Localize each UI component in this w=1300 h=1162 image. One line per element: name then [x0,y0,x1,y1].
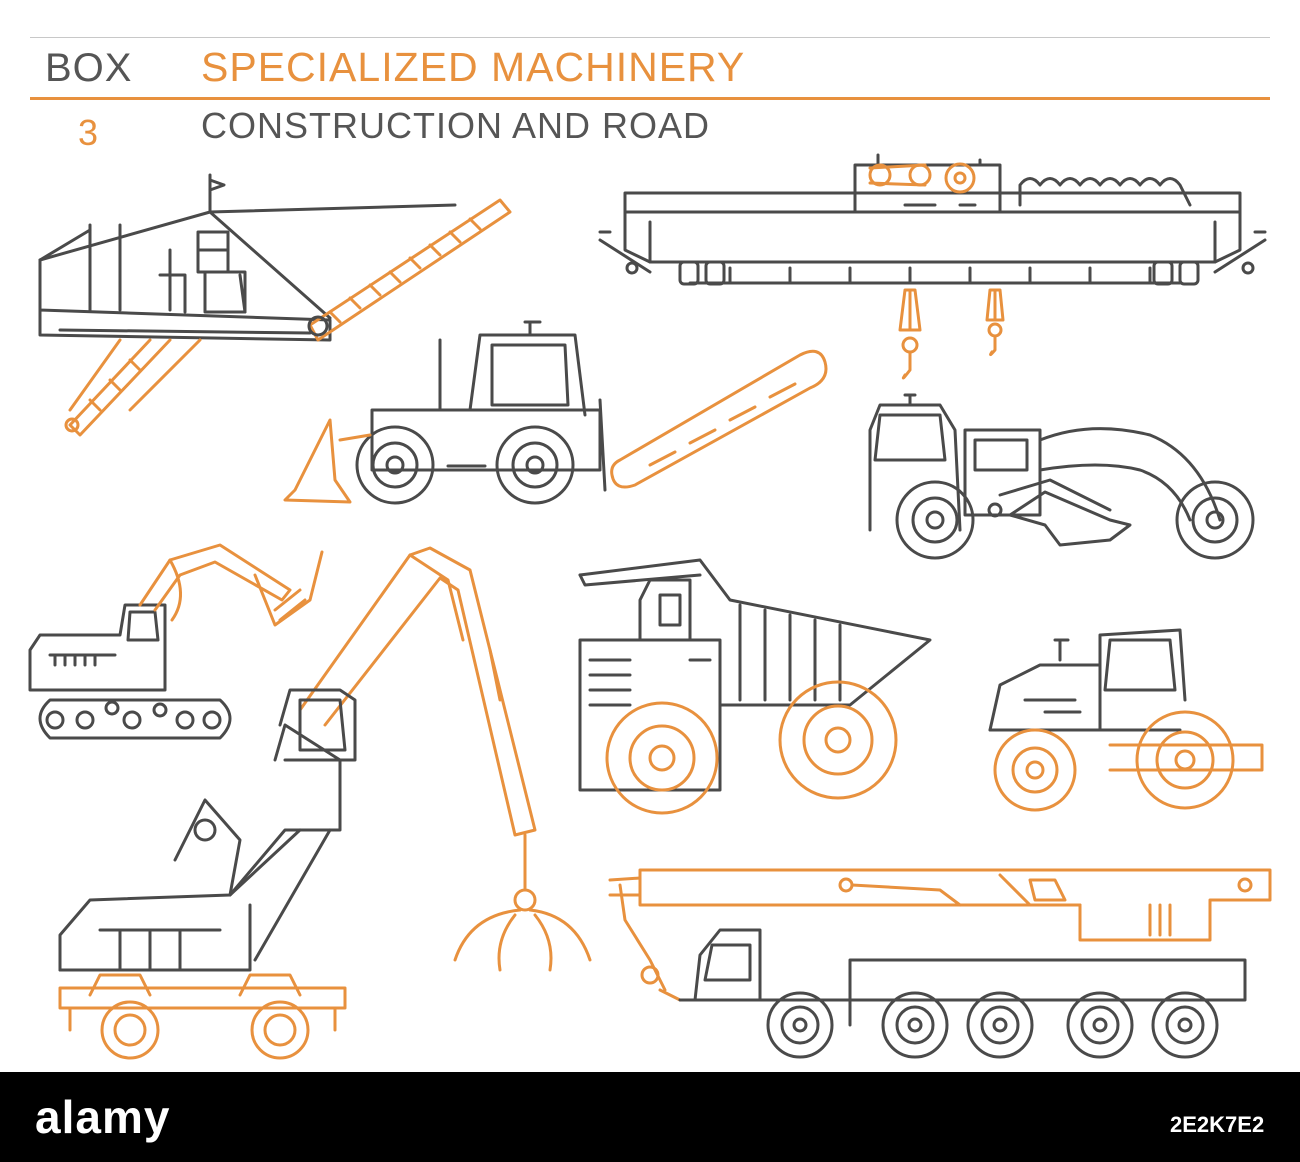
footer-bar: alamy 2E2K7E2 [0,1072,1300,1162]
overhead-gantry-crane-icon [598,153,1267,380]
road-roller-icon [988,628,1264,812]
image-id: 2E2K7E2 [1170,1112,1265,1137]
wheel-trencher-tractor-icon [283,320,828,505]
mobile-crane-truck-icon [608,868,1272,1059]
alamy-logo: alamy [35,1091,171,1143]
box-number: 3 [78,112,99,153]
excavator-icon [28,543,324,740]
page-subtitle: CONSTRUCTION AND ROAD [201,105,711,146]
box-label: BOX [45,46,133,90]
page-title: SPECIALIZED MACHINERY [201,44,746,90]
material-handler-grapple-icon [58,546,592,1060]
mining-dump-truck-icon [578,558,932,815]
accent-divider [30,97,1270,100]
header: BOX SPECIALIZED MACHINERY 3 CONSTRUCTION… [0,0,1300,160]
trencher-dredger-icon [38,173,512,437]
machinery-illustrations [28,153,1272,1060]
road-reclaimer-icon [868,393,1255,560]
top-divider [30,37,1270,38]
